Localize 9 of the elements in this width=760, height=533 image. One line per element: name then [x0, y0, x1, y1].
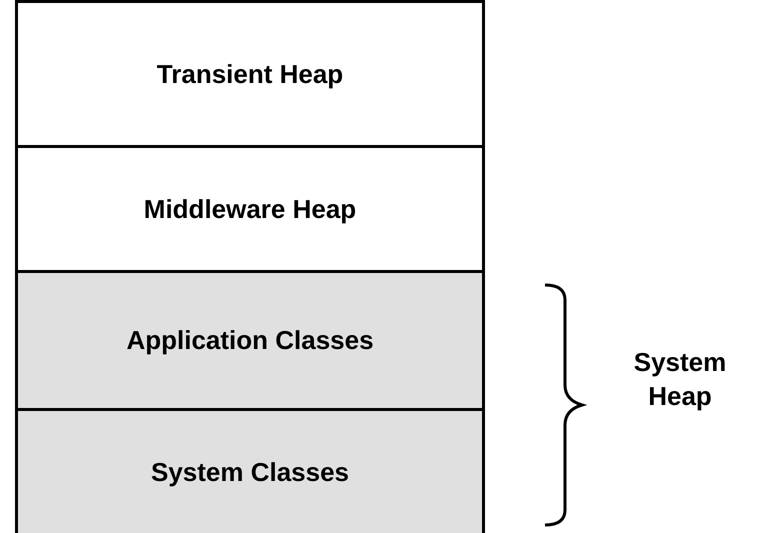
region-label: Middleware Heap [144, 194, 356, 224]
memory-region [15, 270, 485, 411]
memory-region [15, 145, 485, 273]
brace-label: System Heap [632, 346, 728, 413]
region-label: Transient Heap [156, 58, 344, 90]
memory-region [15, 408, 485, 533]
region-label: Application Classes [126, 325, 374, 356]
region-label: System Classes [150, 456, 350, 488]
memory-region [15, 0, 485, 148]
